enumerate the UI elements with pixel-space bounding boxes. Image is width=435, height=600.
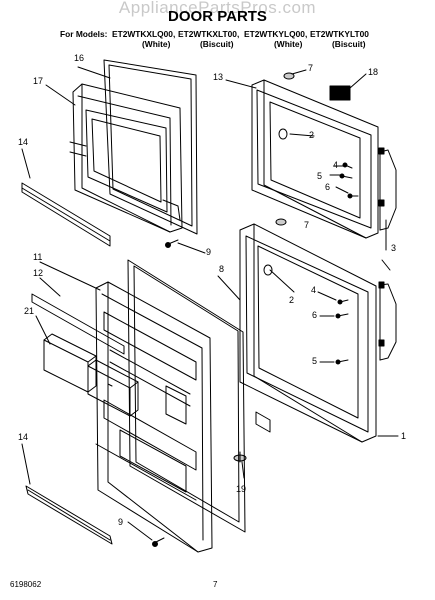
fresh-food-shelf-bar — [25, 485, 113, 545]
callout-17: 17 — [33, 76, 44, 86]
callout-7: 7 — [304, 220, 310, 230]
callout-6: 6 — [312, 310, 318, 320]
model-color: (Biscuit) — [200, 39, 234, 49]
model-color: (White) — [142, 39, 171, 49]
callout-3: 3 — [391, 243, 397, 253]
callout-9: 9 — [206, 247, 212, 257]
handle-screws-upper — [339, 162, 359, 199]
dairy-door-strip — [31, 293, 125, 355]
page-title: DOOR PARTS — [168, 8, 267, 25]
for-models-label: For Models: — [60, 29, 108, 39]
callout-2: 2 — [309, 130, 315, 140]
model-name: ET2WTKXLT00, — [178, 29, 240, 39]
callout-11: 11 — [33, 252, 43, 262]
fresh-food-door-gasket — [127, 259, 246, 533]
fresh-food-outer-door — [239, 218, 377, 443]
freezer-shelf-bar — [21, 182, 111, 247]
model-name: ET2WTKYLT00 — [310, 29, 369, 39]
hinge-bushing — [233, 451, 247, 463]
freezer-door-gasket — [103, 59, 198, 235]
freezer-handle — [378, 147, 397, 231]
callout-7: 7 — [308, 63, 314, 73]
document-number: 6198062 — [10, 580, 42, 589]
freezer-door-liner — [69, 83, 183, 233]
model-name: ET2WTKXLQ00, — [112, 29, 176, 39]
model-name: ET2WTKYLQ00, — [244, 29, 308, 39]
callout-21: 21 — [24, 306, 35, 316]
callout-18: 18 — [368, 67, 379, 77]
callout-13: 13 — [213, 72, 224, 82]
callout-9: 9 — [118, 517, 124, 527]
callout-2: 2 — [289, 295, 295, 305]
watermark: AppliancePartsPros.com — [118, 0, 317, 17]
callout-4: 4 — [333, 160, 339, 170]
callout-14: 14 — [18, 432, 29, 442]
model-color: (Biscuit) — [332, 39, 366, 49]
page-number: 7 — [213, 580, 218, 589]
handle-screws-lower — [335, 299, 349, 365]
callout-19: 19 — [236, 484, 247, 494]
callout-5: 5 — [312, 356, 318, 366]
callout-16: 16 — [74, 53, 85, 63]
freezer-outer-door — [251, 72, 379, 239]
callout-8: 8 — [219, 264, 225, 274]
callout-14: 14 — [18, 137, 29, 147]
freezer-screw — [165, 239, 179, 248]
dairy-compartment-doors — [43, 333, 139, 417]
fresh-food-handle — [378, 281, 397, 361]
fresh-food-screw — [152, 537, 165, 547]
callout-6: 6 — [325, 182, 331, 192]
callout-5: 5 — [317, 171, 323, 181]
callout-4: 4 — [311, 285, 317, 295]
fresh-food-door-liner — [95, 281, 213, 553]
model-color: (White) — [274, 39, 303, 49]
callout-12: 12 — [33, 268, 44, 278]
callout-1: 1 — [401, 431, 407, 441]
